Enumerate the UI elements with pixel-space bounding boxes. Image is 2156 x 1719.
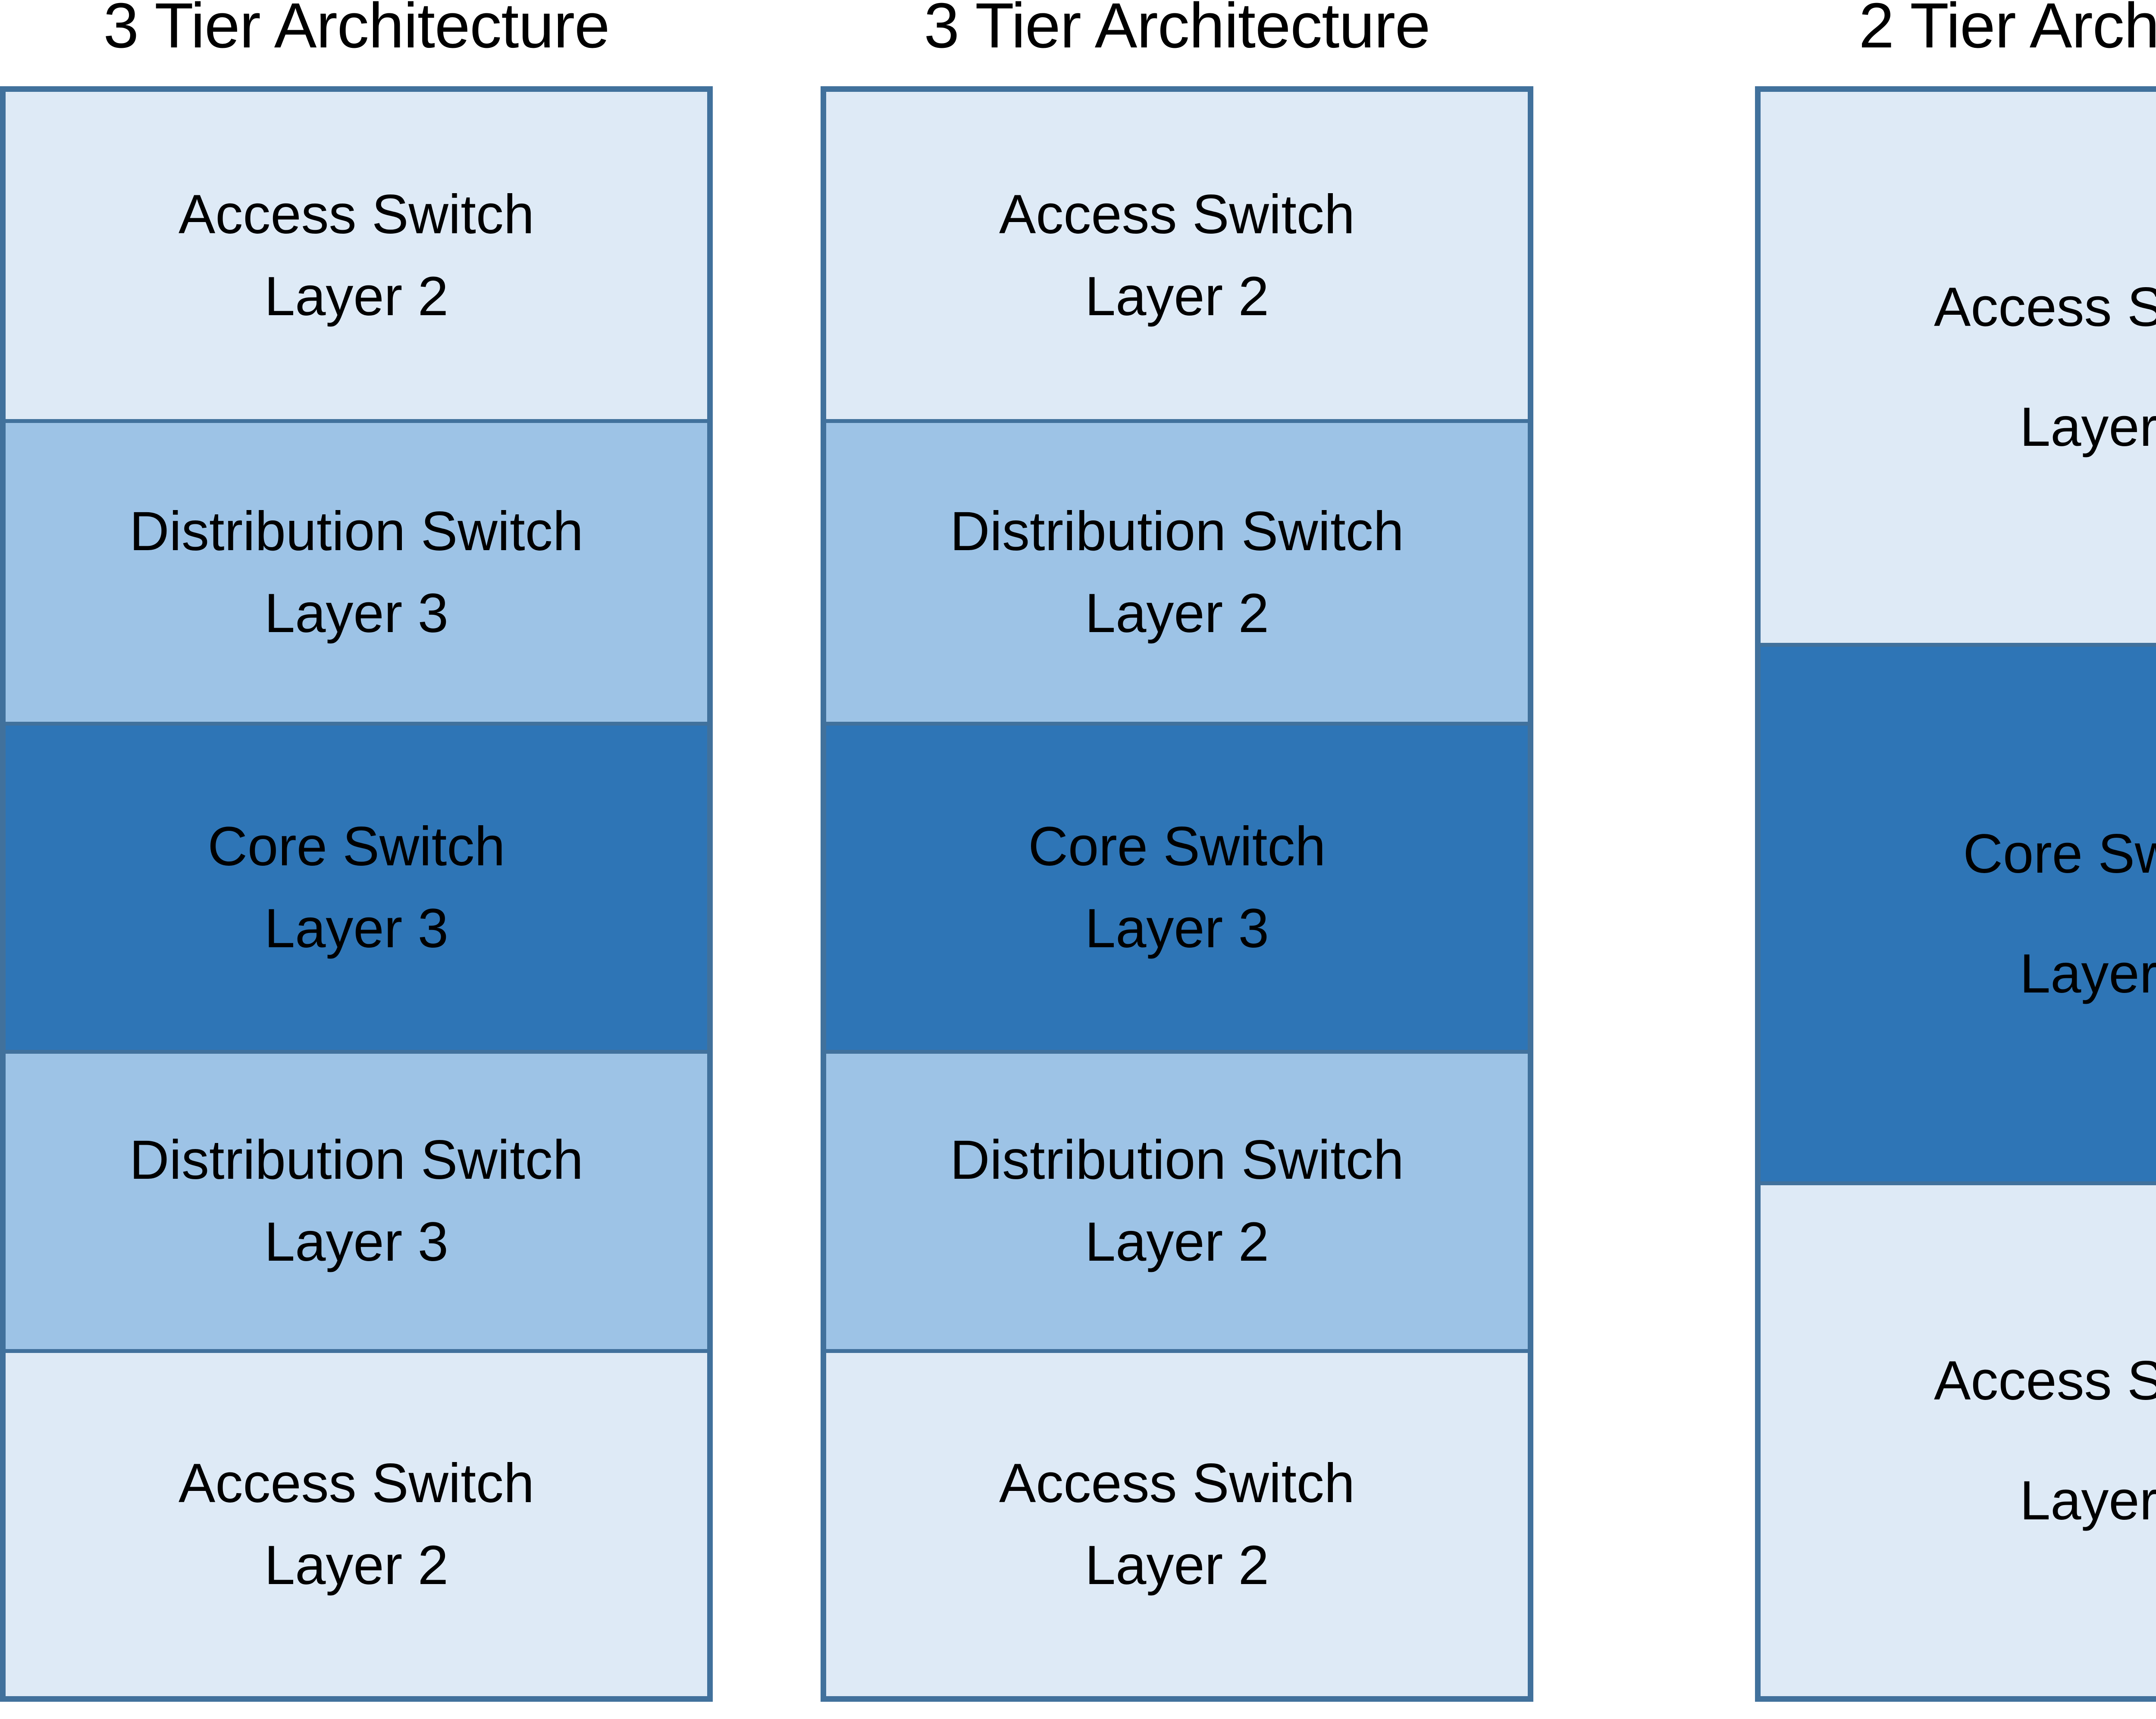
switch-name-label: Distribution Switch — [129, 1129, 583, 1191]
switch-layer-label: Layer 3 — [264, 897, 448, 959]
column-title: 2 Tier Architecture — [1858, 0, 2156, 61]
switch-name-label: Access Switch — [1934, 276, 2156, 338]
switch-name-label: Core Switch — [207, 815, 505, 877]
switch-layer-label: Layer 2 — [1085, 265, 1269, 327]
switch-layer-label: Layer 3 — [1085, 897, 1269, 959]
switch-layer-label: Layer 3 — [264, 582, 448, 644]
switch-layer-label: Layer 3 — [264, 1211, 448, 1273]
switch-name-label: Access Switch — [1934, 1350, 2156, 1412]
switch-layer-label: Layer 2 — [1085, 582, 1269, 644]
switch-layer-label: Layer 2 — [2020, 396, 2156, 458]
switch-name-label: Access Switch — [178, 183, 535, 245]
column-title: 3 Tier Architecture — [924, 0, 1431, 61]
switch-name-label: Distribution Switch — [129, 500, 583, 562]
switch-name-label: Distribution Switch — [950, 500, 1404, 562]
switch-name-label: Core Switch — [1028, 815, 1326, 877]
switch-layer-label: Layer 3 — [2020, 942, 2156, 1005]
switch-layer-label: Layer 2 — [264, 1534, 448, 1596]
switch-name-label: Distribution Switch — [950, 1129, 1404, 1191]
column-title: 3 Tier Architecture — [103, 0, 610, 61]
switch-layer-label: Layer 2 — [1085, 1211, 1269, 1273]
switch-layer-label: Layer 2 — [2020, 1469, 2156, 1531]
switch-name-label: Core Switch — [1963, 823, 2156, 885]
switch-name-label: Access Switch — [178, 1453, 535, 1514]
switch-name-label: Access Switch — [999, 183, 1355, 245]
switch-layer-label: Layer 2 — [264, 265, 448, 327]
switch-name-label: Access Switch — [999, 1453, 1355, 1514]
switch-layer-label: Layer 2 — [1085, 1534, 1269, 1596]
